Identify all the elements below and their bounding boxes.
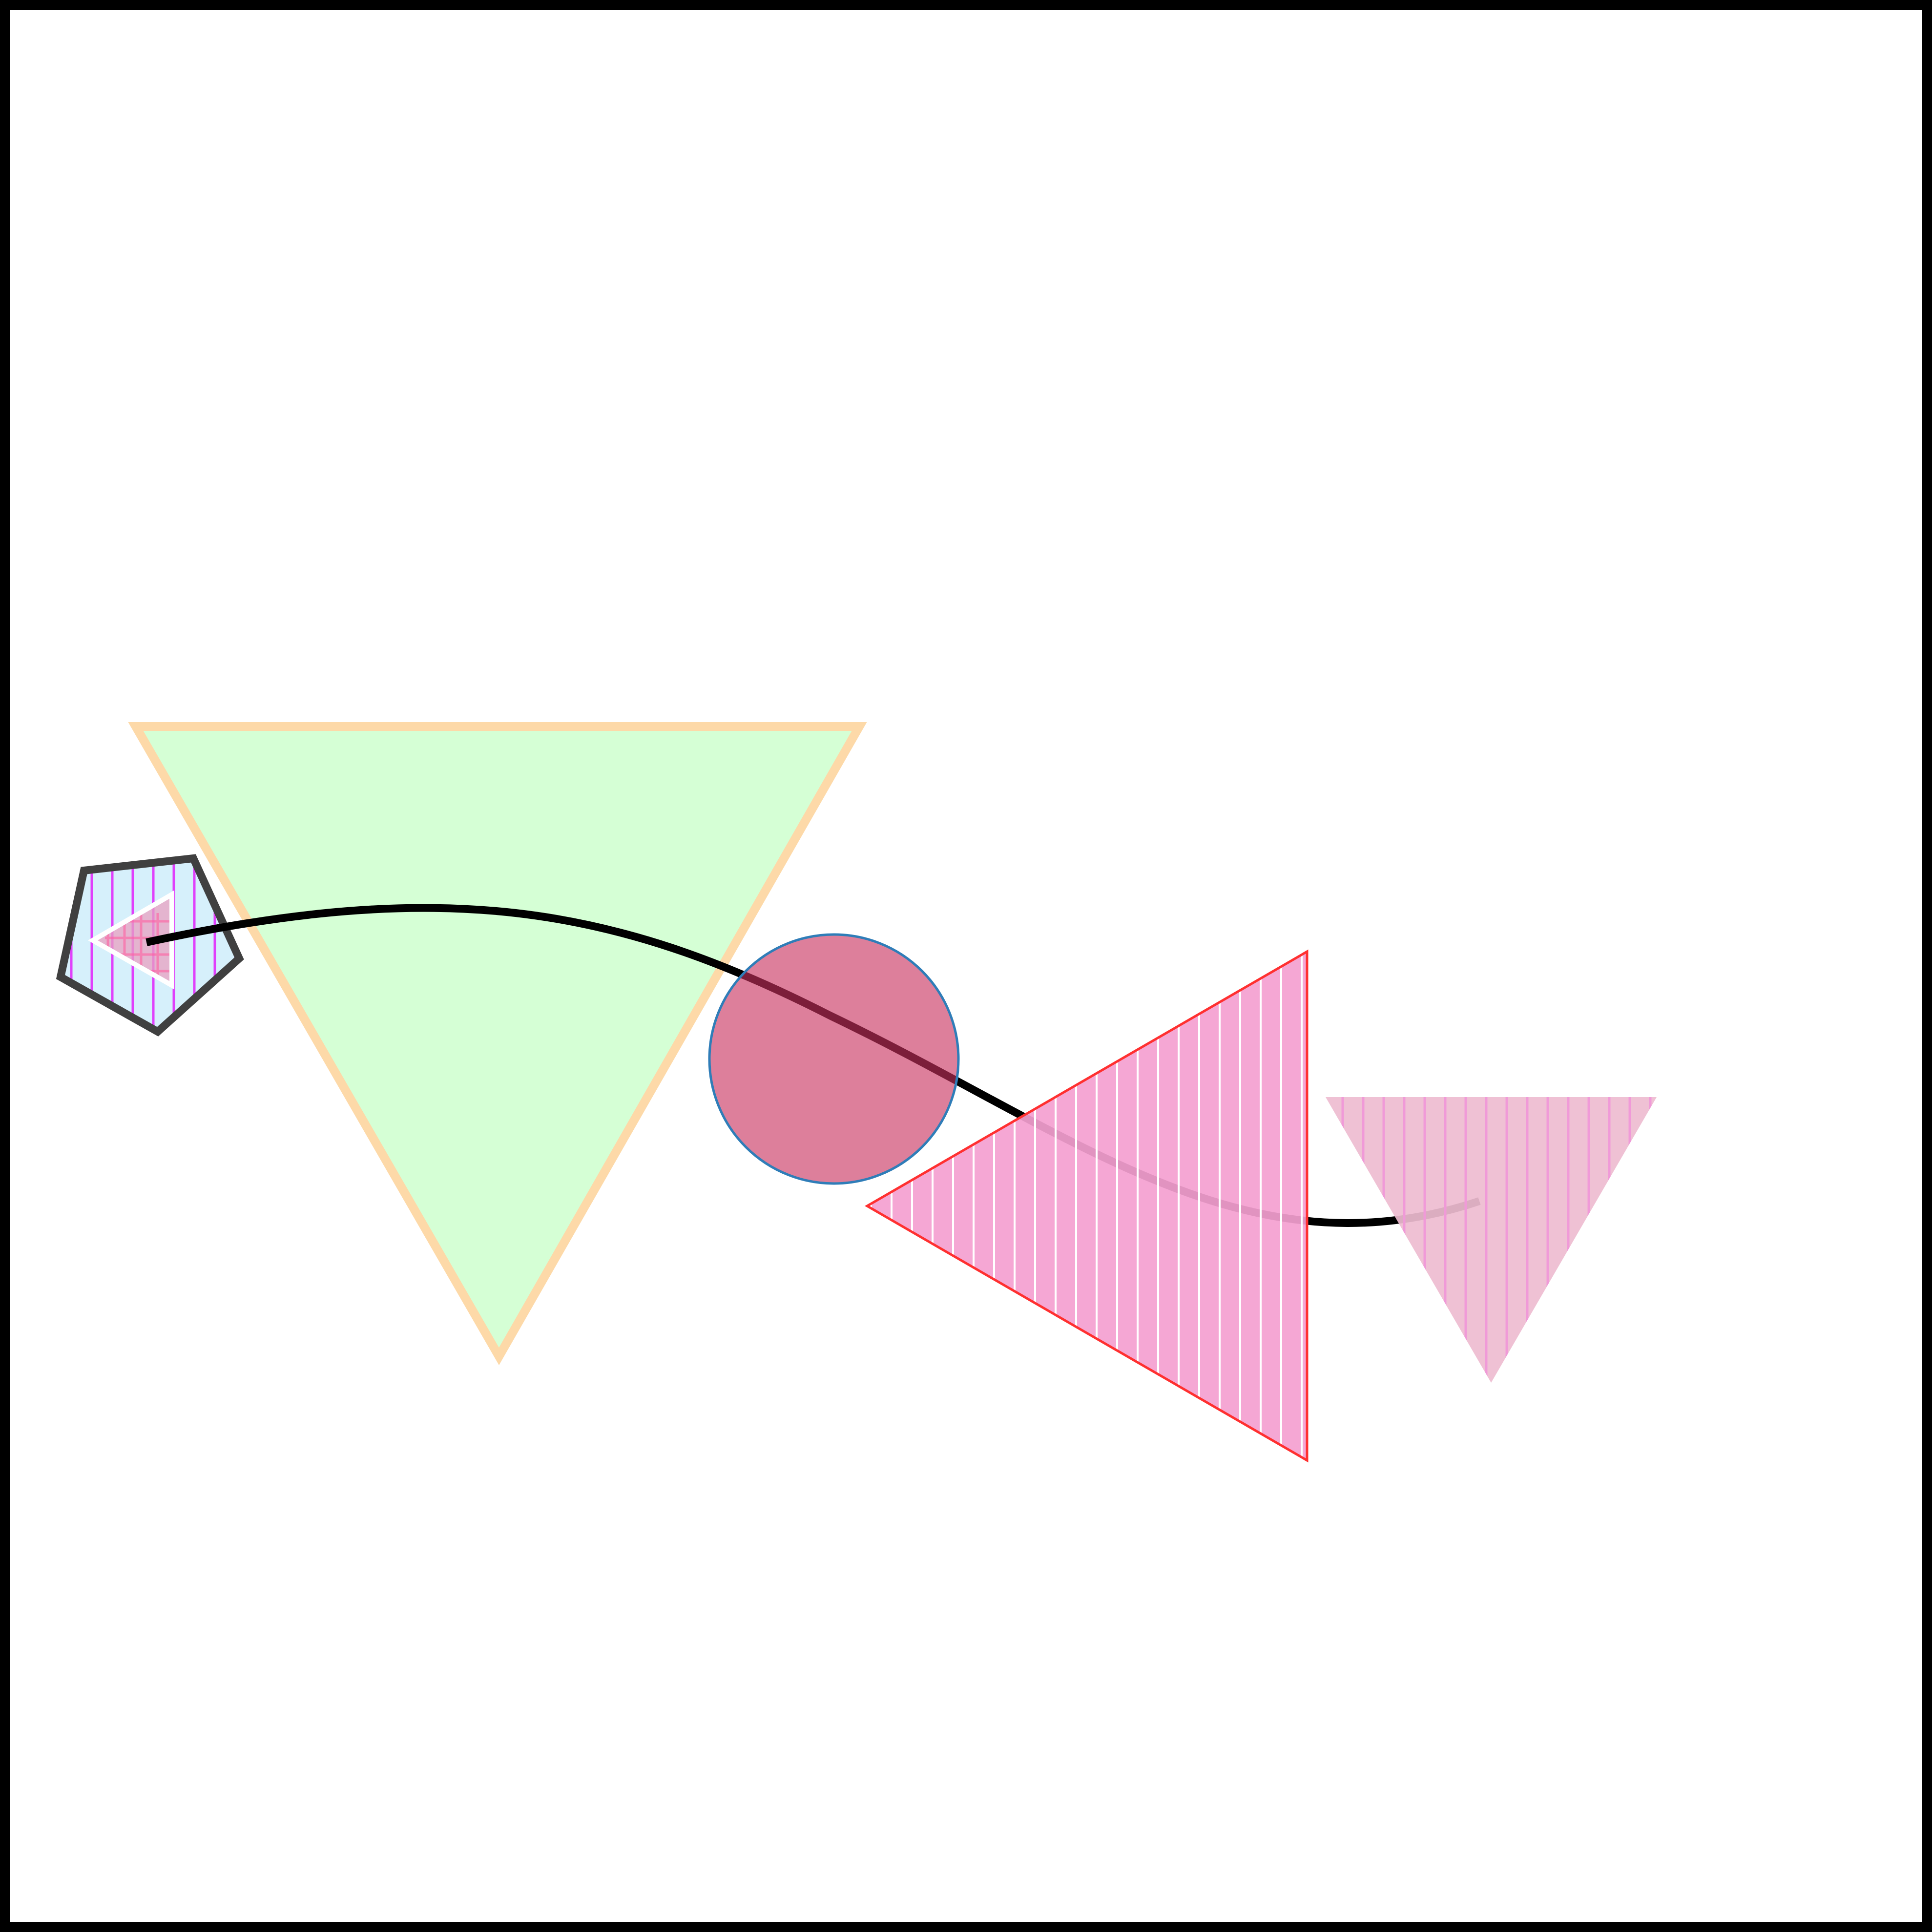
circle	[708, 933, 960, 1185]
big-green-triangle	[128, 722, 867, 1366]
pink-hatched-triangle	[865, 949, 1309, 1463]
right-hatched-triangle	[1326, 1097, 1657, 1383]
